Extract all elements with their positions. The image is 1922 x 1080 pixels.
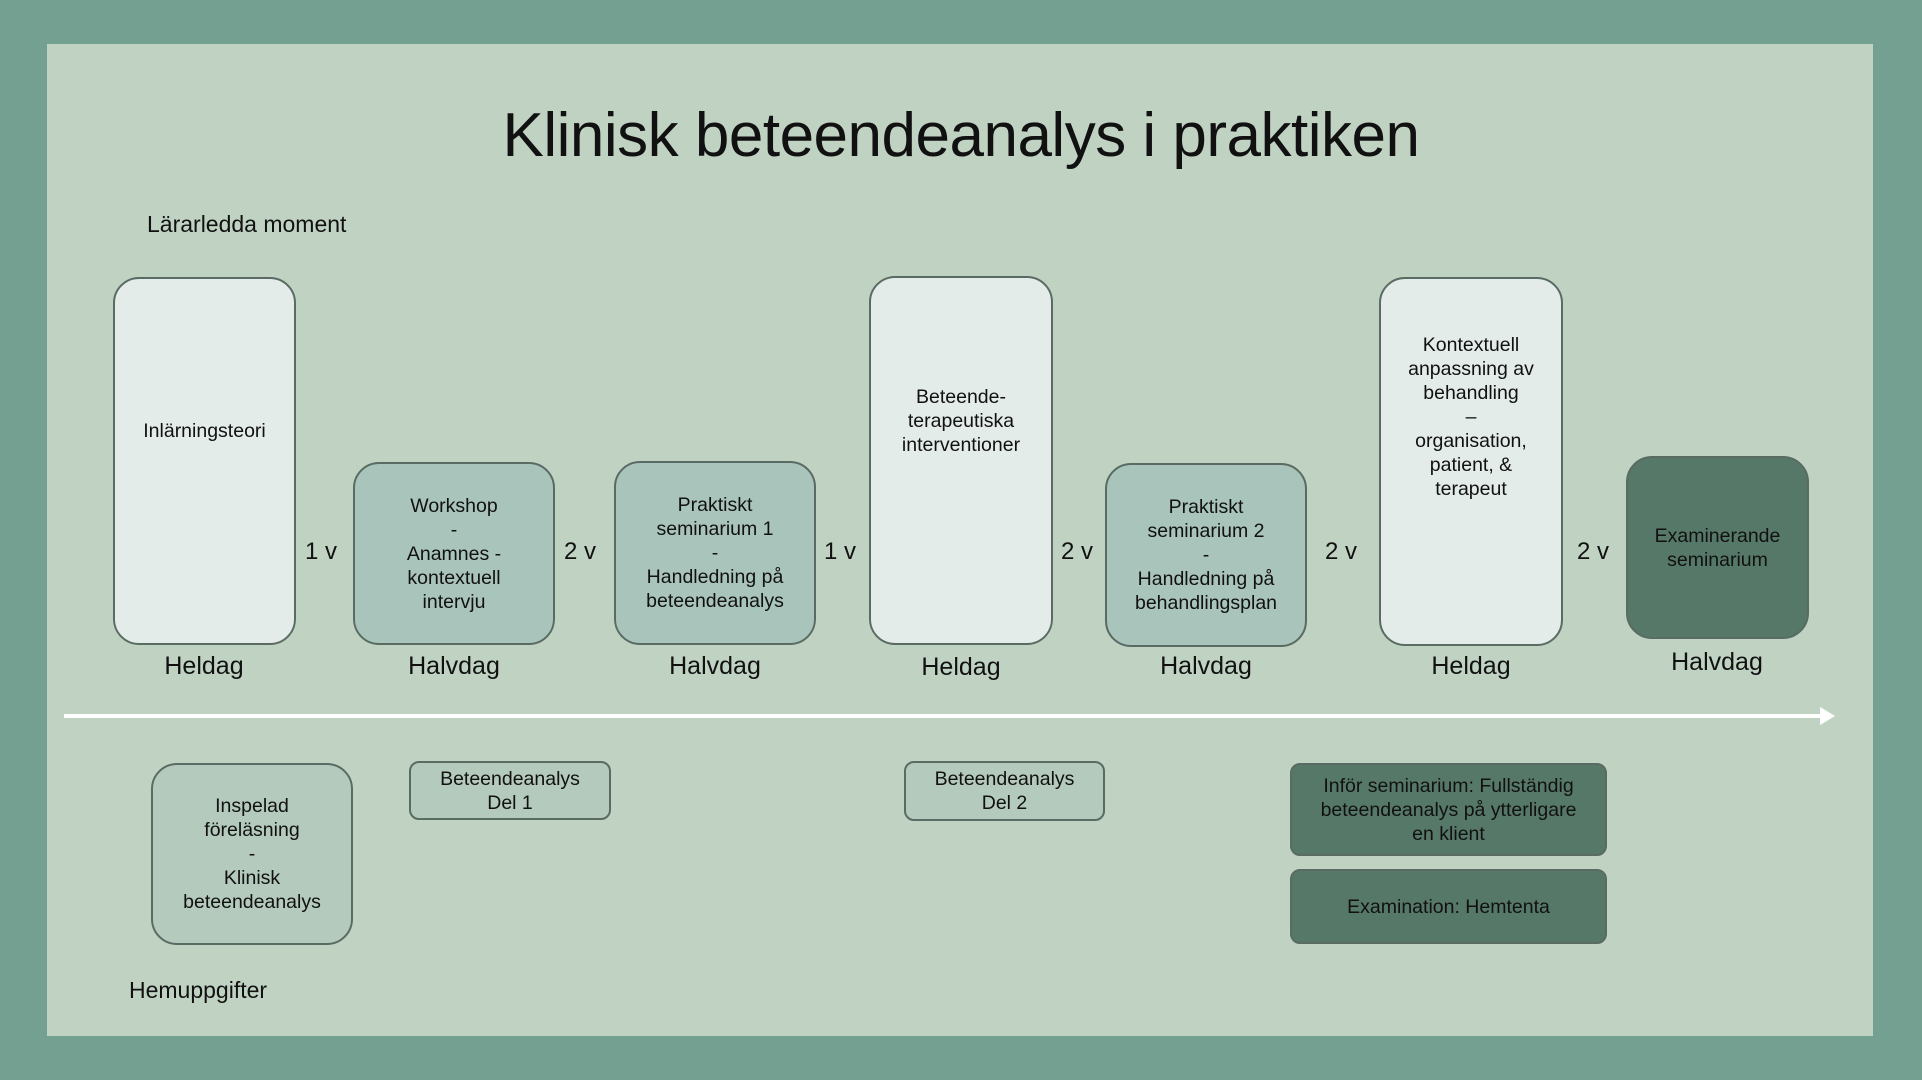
gap-label: 2 v [1325, 538, 1358, 565]
session-box-examinerande-seminarium: Examinerande seminarium [1626, 456, 1809, 639]
duration-label: Halvdag [669, 652, 761, 680]
session-box-praktiskt-seminarium-2: Praktiskt seminarium 2 - Handledning på … [1105, 463, 1307, 647]
session-box-interventioner: Beteende- terapeutiska interventioner [869, 276, 1053, 645]
duration-label: Heldag [164, 652, 244, 680]
timeline-arrow-line [64, 714, 1824, 718]
section-label-homework: Hemuppgifter [129, 977, 268, 1003]
gap-label: 2 v [1577, 538, 1610, 565]
homework-box-examination: Examination: Hemtenta [1290, 869, 1607, 944]
section-label-teacher-led: Lärarledda moment [147, 211, 347, 237]
duration-label: Heldag [1431, 652, 1511, 680]
homework-box-del-2: Beteendeanalys Del 2 [904, 761, 1105, 821]
homework-box-inspelad-forelasning: Inspelad föreläsning - Klinisk beteendea… [151, 763, 353, 945]
session-box-kontextuell-anpassning: Kontextuell anpassning av behandling – o… [1379, 277, 1563, 646]
homework-box-infor-seminarium: Inför seminarium: Fullständig beteendean… [1290, 763, 1607, 856]
gap-label: 1 v [305, 538, 338, 565]
homework-box-del-1: Beteendeanalys Del 1 [409, 761, 611, 820]
duration-label: Halvdag [1671, 648, 1763, 676]
gap-label: 1 v [824, 538, 857, 565]
session-box-praktiskt-seminarium-1: Praktiskt seminarium 1 - Handledning på … [614, 461, 816, 645]
gap-label: 2 v [564, 538, 597, 565]
duration-label: Heldag [921, 653, 1001, 681]
session-box-workshop: Workshop - Anamnes - kontextuell intervj… [353, 462, 555, 645]
slide-title: Klinisk beteendeanalys i praktiken [502, 101, 1421, 170]
duration-label: Halvdag [1160, 652, 1252, 680]
duration-label: Halvdag [408, 652, 500, 680]
arrow-head-icon [1820, 707, 1835, 725]
session-box-inlarningsteori: Inlärningsteori [113, 277, 296, 645]
gap-label: 2 v [1061, 538, 1094, 565]
